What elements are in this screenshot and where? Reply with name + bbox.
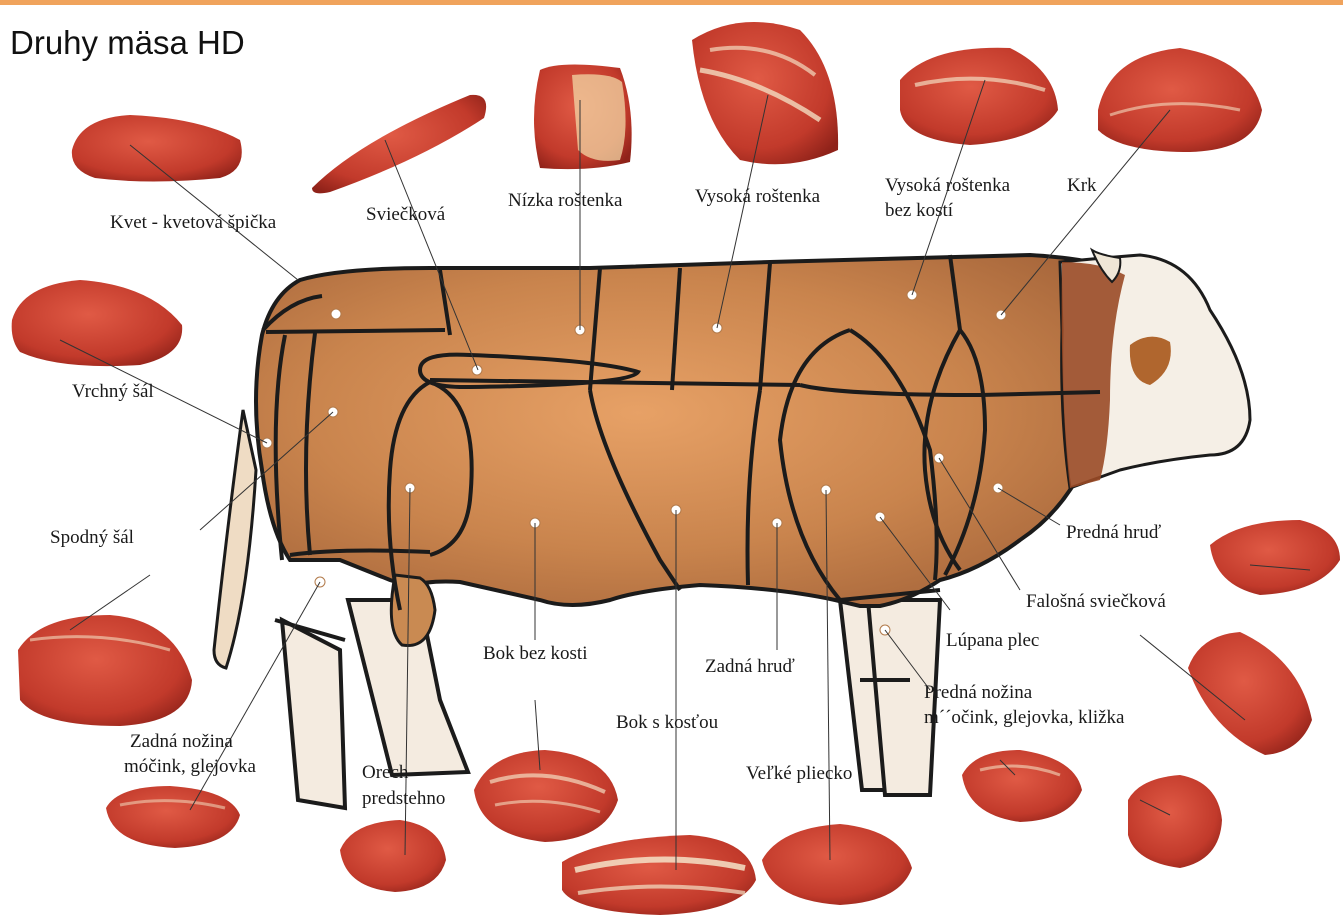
label-bok-s-kostou: Bok s kosťou	[616, 711, 718, 735]
label-bok-bez-kosti: Bok bez kosti	[483, 642, 588, 666]
meat-bok-s-kostou-image	[562, 835, 756, 915]
bull-illustration	[60, 80, 1310, 870]
label-orech-line2: predstehno	[362, 787, 445, 811]
label-svieckova: Sviečková	[366, 203, 445, 227]
meat-predna-hrud-image	[1210, 520, 1340, 595]
bull-body	[256, 255, 1105, 606]
label-vysoka-rostenka: Vysoká roštenka	[695, 185, 820, 209]
meat-falosna-svieckova-image	[1188, 632, 1312, 755]
bull-scrotum	[391, 575, 435, 646]
label-krk: Krk	[1067, 174, 1097, 198]
meat-vysoka-rostenka-image	[692, 22, 838, 164]
label-falosna-svieckova: Falošná sviečková	[1026, 590, 1166, 614]
meat-spodny-sal-image	[18, 615, 192, 726]
meat-orech-image	[340, 820, 446, 892]
label-vysoka-bez-kosti-line1: Vysoká roštenka	[885, 174, 1010, 198]
label-velke-pliecko: Veľké pliecko	[746, 762, 852, 786]
meat-predna-nozina-image	[962, 750, 1082, 822]
meat-bok-bez-kosti-image	[474, 750, 618, 842]
label-predna-nozina-line2: m´´očink, glejovka, kližka	[924, 706, 1125, 730]
label-nizka-rostenka: Nízka roštenka	[508, 189, 622, 213]
meat-krk-image	[1098, 48, 1262, 152]
label-predna-hrud: Predná hruď	[1066, 521, 1161, 545]
label-spodny-sal: Spodný šál	[50, 526, 134, 550]
label-predna-nozina-line1: Predná nožina	[924, 681, 1032, 705]
hind-leg-left	[282, 620, 345, 808]
meat-nizka-rostenka-image	[534, 64, 632, 169]
label-vysoka-bez-kosti-line2: bez kostí	[885, 199, 953, 223]
label-kvet: Kvet - kvetová špička	[110, 211, 276, 235]
label-vrchny-sal: Vrchný šál	[72, 380, 154, 404]
meat-zadna-nozina-image	[106, 786, 240, 848]
meat-lupana-plec-image	[1128, 775, 1222, 868]
label-lupana-plec: Lúpana plec	[946, 629, 1039, 653]
label-zadna-nozina-line1: Zadná nožina	[130, 730, 233, 754]
meat-kvet-image	[72, 115, 242, 182]
meat-vrchny-sal-image	[12, 280, 183, 366]
meat-velke-pliecko-image	[762, 824, 912, 905]
label-zadna-hrud: Zadná hruď	[705, 655, 795, 679]
meat-svieckova-image	[312, 95, 486, 193]
label-orech-line1: Orech	[362, 761, 408, 785]
label-zadna-nozina-line2: móčink, glejovka	[124, 755, 256, 779]
tail	[214, 410, 256, 668]
